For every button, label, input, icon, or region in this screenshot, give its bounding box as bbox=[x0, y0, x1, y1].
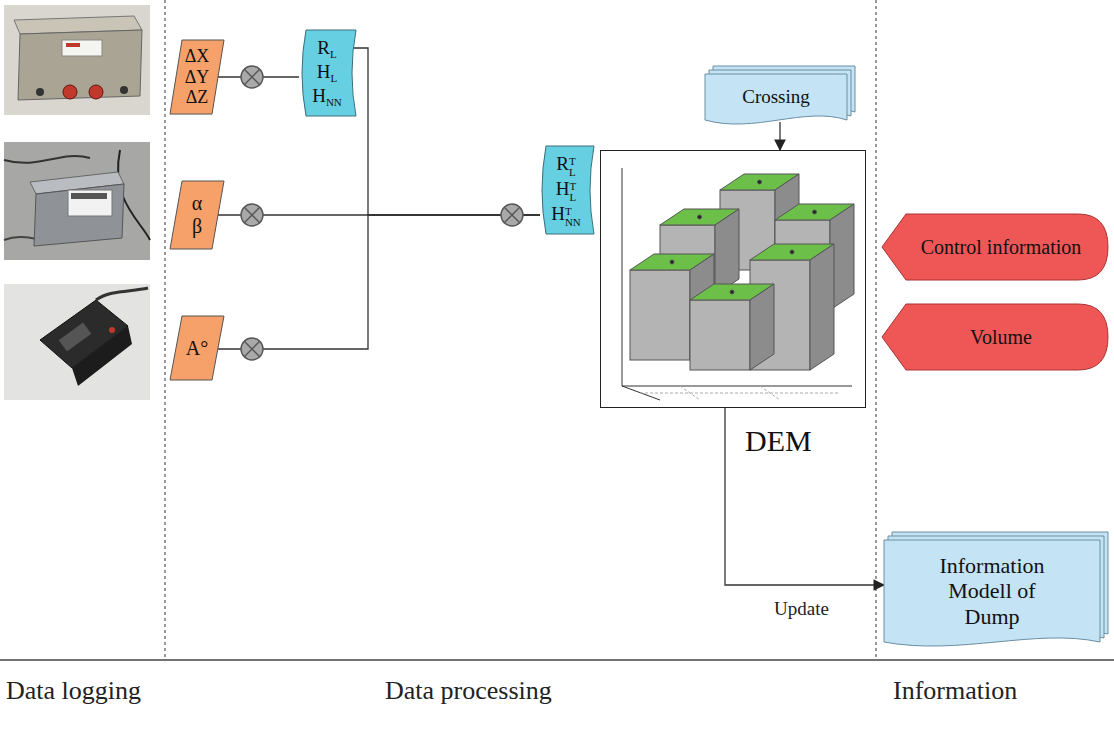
parallelogram-shape bbox=[170, 316, 224, 380]
document-stack: Crossing bbox=[705, 66, 855, 128]
node-text: α β bbox=[192, 192, 202, 238]
script-stack: TL bbox=[570, 181, 577, 203]
data-store-shape bbox=[302, 30, 356, 116]
symbol-letter: H bbox=[317, 61, 331, 82]
output-display: Volume bbox=[882, 304, 1108, 370]
text-block: α β bbox=[192, 192, 202, 238]
formula-row: HTNN bbox=[551, 203, 581, 228]
data-store: RTLHTLHTNN bbox=[538, 146, 594, 234]
dem-outline bbox=[600, 150, 866, 408]
text-block: DEM bbox=[745, 424, 812, 459]
symbol-letter: H bbox=[312, 85, 326, 106]
symbol-letter: R bbox=[317, 37, 330, 58]
symbol-letter: H bbox=[551, 203, 565, 224]
multiply-symbol bbox=[241, 66, 263, 88]
text-block: RLHLHNN bbox=[312, 37, 342, 110]
parallelogram-shape bbox=[170, 181, 224, 249]
input-parallelogram: ΔX ΔY ΔZ bbox=[170, 40, 224, 114]
formula-row: RTL bbox=[551, 153, 581, 178]
formula-row: HNN bbox=[312, 85, 342, 109]
symbol-letter: R bbox=[556, 153, 569, 174]
document-page bbox=[884, 540, 1100, 646]
formula-row: RL bbox=[312, 37, 342, 61]
angle-sensor-photo bbox=[4, 284, 150, 400]
symbol-letter: H bbox=[556, 178, 570, 199]
subscript: NN bbox=[326, 96, 342, 108]
text-block: Control information bbox=[921, 236, 1082, 259]
input-parallelogram: α β bbox=[170, 181, 224, 249]
subscript: NN bbox=[565, 217, 581, 228]
node-text: Volume bbox=[970, 326, 1032, 349]
superscript: T bbox=[570, 181, 577, 192]
subscript: L bbox=[570, 192, 577, 203]
document-page bbox=[705, 74, 847, 124]
text-block: RTLHTLHTNN bbox=[551, 153, 581, 228]
node-text: Information Modell of Dump bbox=[930, 553, 1055, 629]
superscript: T bbox=[569, 156, 576, 167]
parallelogram-shape bbox=[170, 40, 224, 114]
display-shape bbox=[882, 304, 1108, 370]
display-shape bbox=[882, 214, 1108, 280]
node-text: Control information bbox=[921, 236, 1082, 259]
subscript: L bbox=[330, 48, 337, 60]
text-block: Volume bbox=[970, 326, 1032, 349]
multiply-symbol bbox=[241, 204, 263, 226]
edge-label: Update bbox=[772, 598, 831, 620]
text-block: Crossing bbox=[742, 86, 810, 108]
formula-row: HTL bbox=[551, 178, 581, 203]
section-divider bbox=[875, 0, 876, 660]
document-stack: Information Modell of Dump bbox=[884, 532, 1108, 650]
node-text: A° bbox=[186, 337, 208, 360]
connector bbox=[779, 122, 780, 150]
node-text: ΔX ΔY ΔZ bbox=[185, 46, 210, 108]
data-store: RLHLHNN bbox=[298, 30, 356, 116]
subscript: L bbox=[569, 167, 576, 178]
superscript: T bbox=[565, 206, 581, 217]
dem-cell bbox=[690, 284, 774, 370]
subscript: L bbox=[331, 72, 338, 84]
output-display: Control information bbox=[882, 214, 1108, 280]
input-parallelogram: A° bbox=[170, 316, 224, 380]
dem-border bbox=[601, 151, 866, 408]
section-label: Data processing bbox=[385, 676, 552, 706]
connector bbox=[725, 408, 884, 585]
formula-row: HL bbox=[312, 61, 342, 85]
script-stack: TL bbox=[569, 156, 576, 178]
node-text: Crossing bbox=[742, 86, 810, 108]
baseline-rule bbox=[0, 659, 1114, 661]
script-stack: TNN bbox=[565, 206, 581, 228]
inclinometer-photo bbox=[4, 142, 150, 260]
section-divider bbox=[164, 0, 165, 660]
multiply-symbol bbox=[501, 204, 523, 226]
gnss-receiver-photo bbox=[4, 5, 150, 115]
dem-cell bbox=[750, 244, 834, 370]
dem-heading: DEM bbox=[745, 424, 812, 459]
data-store-shape bbox=[542, 146, 594, 234]
connector bbox=[218, 215, 540, 349]
text-block: A° bbox=[186, 337, 208, 360]
multiply-symbol bbox=[241, 338, 263, 360]
text-block: Information Modell of Dump bbox=[930, 553, 1055, 629]
section-label: Data logging bbox=[6, 676, 141, 706]
dem-frame: DEM bbox=[600, 150, 866, 408]
section-label: Information bbox=[893, 676, 1017, 706]
connector bbox=[354, 48, 540, 215]
text-block: ΔX ΔY ΔZ bbox=[185, 46, 210, 108]
